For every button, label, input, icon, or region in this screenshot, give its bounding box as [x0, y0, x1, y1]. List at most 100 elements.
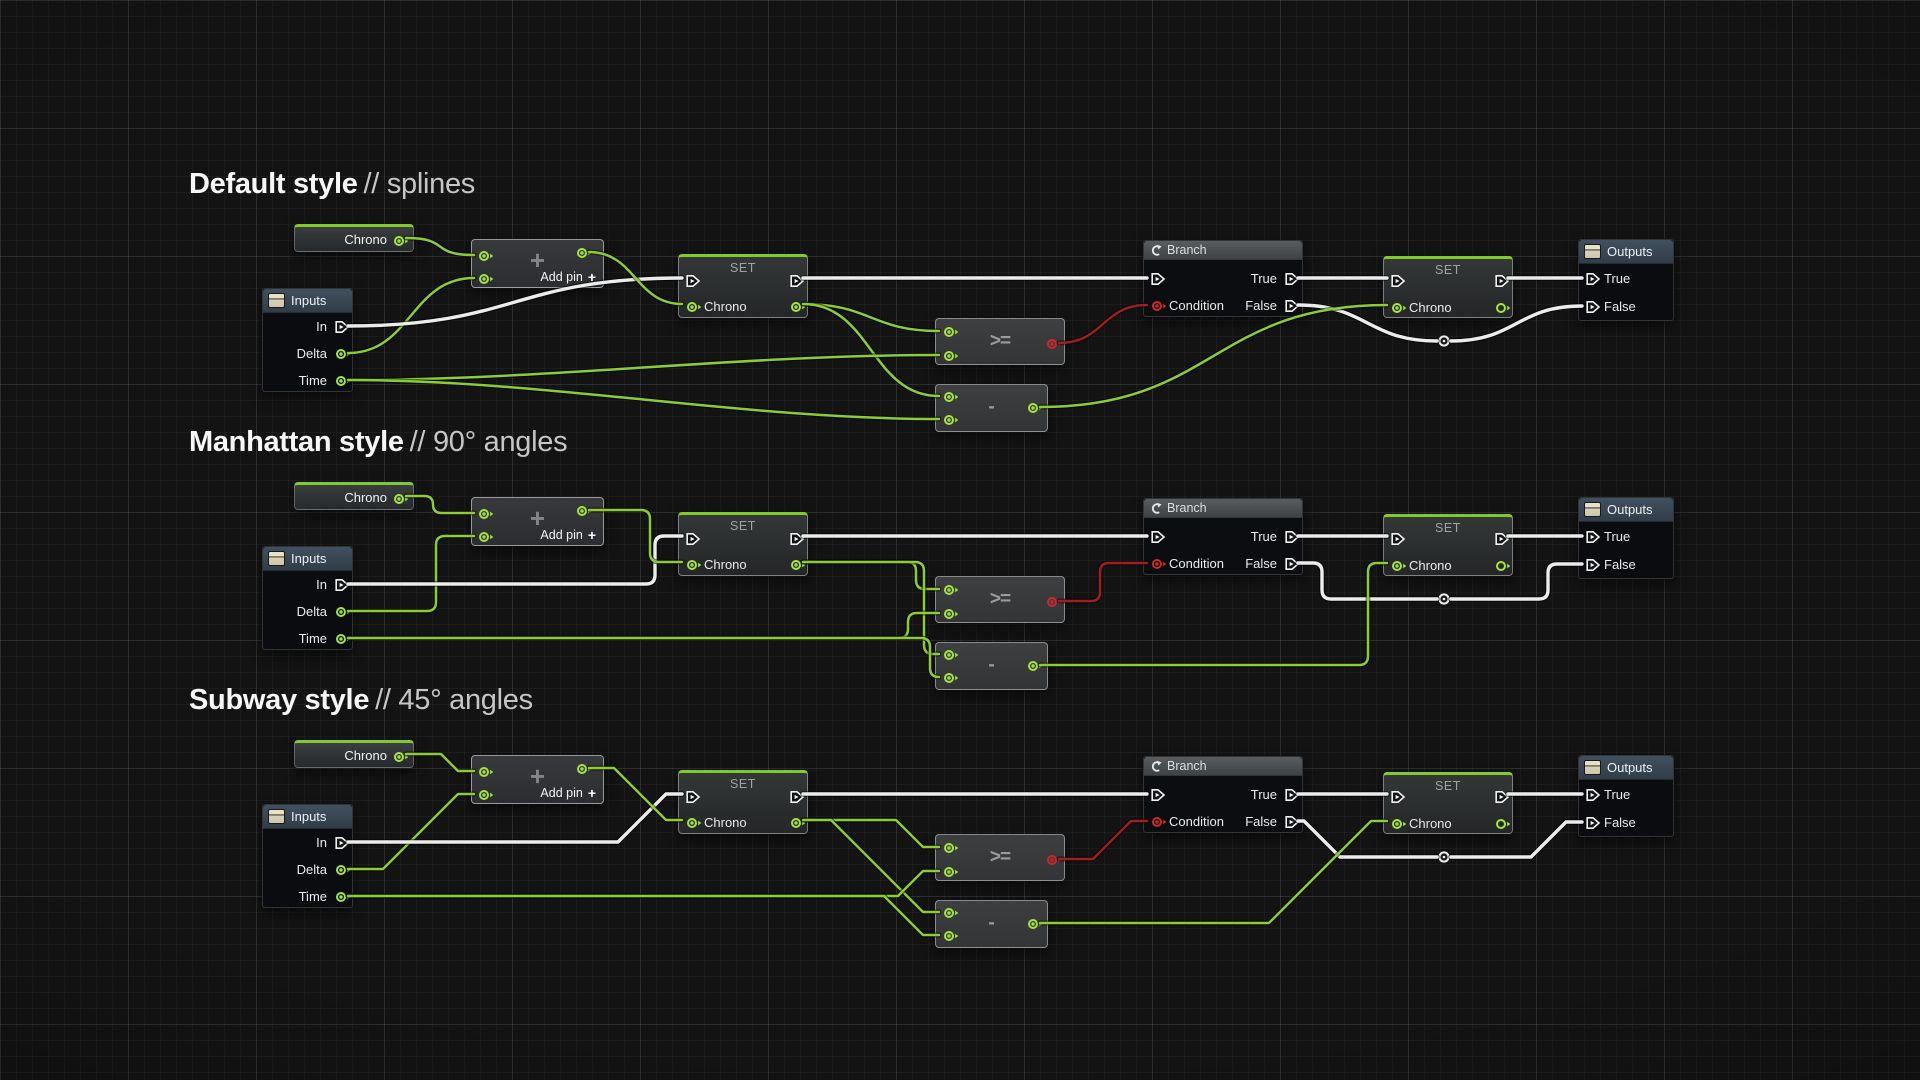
pin-inputs-in[interactable]: [335, 836, 352, 850]
pin-outputs-false[interactable]: [1586, 816, 1603, 830]
wire-data-inputs.delta-to-addpin.in2[interactable]: [346, 276, 476, 355]
pin-set2-chronoin[interactable]: [1391, 301, 1408, 315]
add-pin-action[interactable]: Add pin+: [540, 528, 596, 542]
pin-branch-cond[interactable]: [1151, 815, 1168, 829]
pin-branch-execin[interactable]: [1151, 272, 1168, 286]
pin-outputs-true[interactable]: [1586, 530, 1603, 544]
pin-branch-true[interactable]: [1285, 530, 1302, 544]
wire-exec-inputs.in-to-set1.execin[interactable]: [346, 276, 684, 328]
node-chrono[interactable]: Chrono: [294, 482, 414, 510]
pin-set2-chronoout[interactable]: [1495, 817, 1512, 831]
pin-gte-in2[interactable]: [943, 349, 960, 363]
pin-minus-in1[interactable]: [943, 906, 960, 920]
node-header[interactable]: Inputs: [263, 289, 352, 313]
node-header[interactable]: Branch: [1144, 757, 1302, 776]
wire-data-addpin.out-to-set1.chronoin[interactable]: [587, 766, 684, 822]
node-chrono[interactable]: Chrono: [294, 224, 414, 252]
pin-branch-false[interactable]: [1285, 815, 1302, 829]
node-addpin[interactable]: +Add pin+: [471, 239, 604, 288]
wire-data-inputs.delta-to-addpin.in2[interactable]: [346, 534, 476, 613]
pin-set1-chronoin[interactable]: [686, 300, 703, 314]
node-header[interactable]: Outputs: [1579, 498, 1673, 522]
node-header[interactable]: Inputs: [263, 547, 352, 571]
pin-minus-out[interactable]: [1027, 659, 1044, 673]
pin-minus-in2[interactable]: [943, 413, 960, 427]
pin-branch-cond[interactable]: [1151, 299, 1168, 313]
wire-data-set1.chronoout-to-gte.in1[interactable]: [801, 818, 941, 849]
pin-addpin-in2[interactable]: [478, 272, 495, 286]
wire-data-chrono.out-to-addpin.in1[interactable]: [404, 752, 476, 773]
pin-branch-execin[interactable]: [1151, 788, 1168, 802]
pin-minus-in1[interactable]: [943, 648, 960, 662]
node-chrono[interactable]: Chrono: [294, 740, 414, 768]
pin-set2-chronoout[interactable]: [1495, 301, 1512, 315]
node-gte[interactable]: >=: [935, 576, 1065, 623]
wire-exec-inputs.in-to-set1.execin[interactable]: [346, 792, 684, 844]
pin-set1-chronoin[interactable]: [686, 558, 703, 572]
pin-addpin-in1[interactable]: [478, 507, 495, 521]
wire-data-inputs.time-to-minus.in2[interactable]: [346, 636, 941, 679]
node-gte[interactable]: >=: [935, 318, 1065, 365]
pin-set2-execin[interactable]: [1391, 274, 1408, 288]
pin-set1-execout[interactable]: [790, 532, 807, 546]
add-pin-action[interactable]: Add pin+: [540, 270, 596, 284]
pin-outputs-true[interactable]: [1586, 788, 1603, 802]
node-addpin[interactable]: +Add pin+: [471, 497, 604, 546]
pin-gte-in1[interactable]: [943, 583, 960, 597]
pin-branch-execin[interactable]: [1151, 530, 1168, 544]
pin-addpin-in1[interactable]: [478, 249, 495, 263]
pin-set1-execin[interactable]: [686, 274, 703, 288]
node-header[interactable]: Branch: [1144, 499, 1302, 518]
node-header[interactable]: Outputs: [1579, 756, 1673, 780]
wire-data-minus.out-to-set2.chronoin[interactable]: [1038, 303, 1389, 409]
pin-set1-chronoout[interactable]: [790, 816, 807, 830]
wire-exec-reroute.p-to-outputs.false[interactable]: [1449, 304, 1584, 343]
node-addpin[interactable]: +Add pin+: [471, 755, 604, 804]
pin-set2-execin[interactable]: [1391, 790, 1408, 804]
wire-data-set1.chronoout-to-minus.in1[interactable]: [801, 302, 941, 398]
pin-outputs-false[interactable]: [1586, 300, 1603, 314]
node-header[interactable]: Branch: [1144, 241, 1302, 260]
node-minus[interactable]: -: [935, 900, 1048, 948]
pin-gte-in2[interactable]: [943, 607, 960, 621]
pin-minus-in1[interactable]: [943, 390, 960, 404]
pin-set2-execout[interactable]: [1495, 790, 1512, 804]
pin-set2-chronoin[interactable]: [1391, 817, 1408, 831]
wire-bool-gte.out-to-branch.cond[interactable]: [1057, 819, 1149, 861]
wire-data-set1.chronoout-to-minus.in1[interactable]: [801, 818, 941, 914]
wire-exec-branch.false-to-reroute.p[interactable]: [1296, 819, 1439, 859]
wire-data-chrono.out-to-addpin.in1[interactable]: [404, 494, 476, 515]
node-gte[interactable]: >=: [935, 834, 1065, 881]
pin-set2-execout[interactable]: [1495, 532, 1512, 546]
wire-data-minus.out-to-set2.chronoin[interactable]: [1038, 819, 1389, 925]
pin-branch-false[interactable]: [1285, 557, 1302, 571]
node-header[interactable]: Outputs: [1579, 240, 1673, 264]
pin-outputs-false[interactable]: [1586, 558, 1603, 572]
wire-data-inputs.time-to-minus.in2[interactable]: [346, 378, 941, 421]
pin-set1-chronoout[interactable]: [790, 558, 807, 572]
node-header[interactable]: Inputs: [263, 805, 352, 829]
pin-branch-true[interactable]: [1285, 272, 1302, 286]
wire-bool-gte.out-to-branch.cond[interactable]: [1057, 303, 1149, 345]
wire-data-minus.out-to-set2.chronoin[interactable]: [1038, 561, 1389, 667]
pin-outputs-true[interactable]: [1586, 272, 1603, 286]
pin-branch-false[interactable]: [1285, 299, 1302, 313]
pin-gte-in2[interactable]: [943, 865, 960, 879]
pin-addpin-in2[interactable]: [478, 530, 495, 544]
pin-inputs-in[interactable]: [335, 578, 352, 592]
pin-set2-chronoin[interactable]: [1391, 559, 1408, 573]
pin-branch-cond[interactable]: [1151, 557, 1168, 571]
pin-set2-execin[interactable]: [1391, 532, 1408, 546]
add-pin-action[interactable]: Add pin+: [540, 786, 596, 800]
